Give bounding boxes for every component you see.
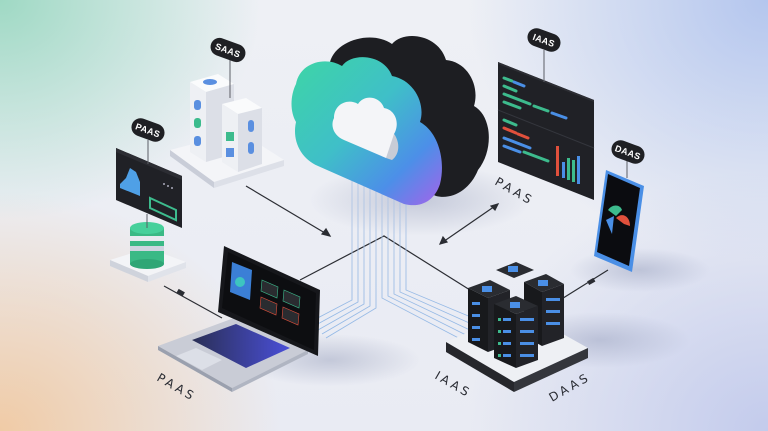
dashboard-panel-icon [116, 140, 182, 228]
floor-label-iaas-bottom: IAAS [433, 368, 475, 400]
server-rack-icon [446, 262, 588, 392]
floor-label-daas-bottom: DAAS [547, 370, 593, 405]
building-icon [170, 60, 284, 188]
saas-tag: SAAS [210, 37, 246, 63]
database-icon [110, 214, 186, 282]
connector-lines [163, 185, 609, 319]
cloud-data-wires [309, 165, 479, 345]
smartphone-icon [594, 160, 644, 272]
daas-right-tag: DAAS [611, 140, 645, 164]
paas-left-tag: PAAS [131, 118, 165, 142]
iaas-top-right-tag: IAAS [527, 28, 561, 52]
cloud-icon [291, 36, 489, 206]
laptop-icon [158, 246, 320, 392]
floor-label-paas-bottom-left: PAAS [155, 370, 199, 404]
code-dashboard-icon [497, 50, 595, 200]
